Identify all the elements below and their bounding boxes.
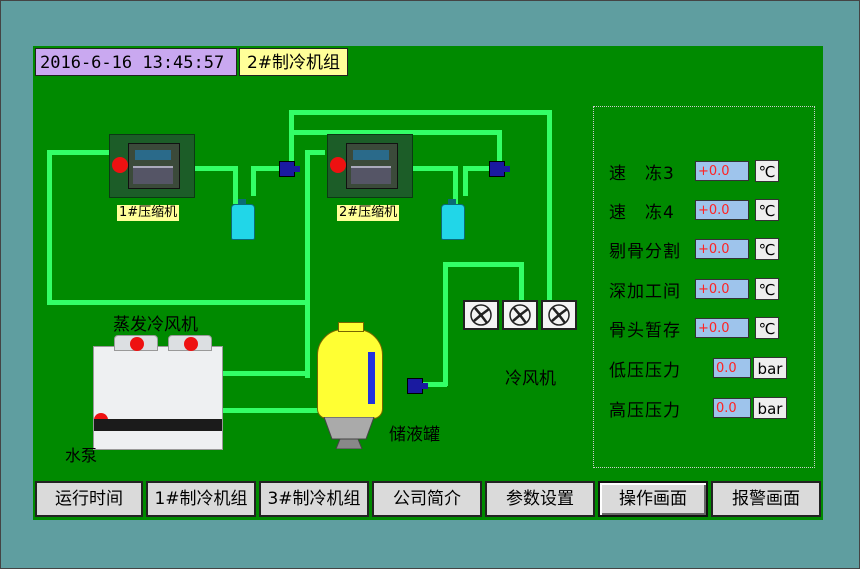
- unit3-button[interactable]: 3#制冷机组: [259, 481, 369, 517]
- pipe: [305, 150, 325, 155]
- reading-unit: ℃: [755, 160, 779, 182]
- reading-unit: ℃: [755, 278, 779, 300]
- reading-value: +0.0: [695, 161, 749, 181]
- pipe: [463, 166, 468, 196]
- reading-name: 骨头暂存: [609, 320, 681, 341]
- reading-name: 剔骨分割: [609, 241, 681, 262]
- compressor-body: [128, 143, 180, 189]
- alarm-indicator: [330, 157, 346, 173]
- compressor-2-label: 2#压缩机: [337, 205, 400, 221]
- company-button[interactable]: 公司简介: [372, 481, 482, 517]
- alarm-indicator: [130, 337, 144, 351]
- pipe: [443, 262, 523, 267]
- reading-unit: bar: [753, 397, 787, 419]
- reading-name: 速 冻3: [609, 163, 675, 184]
- run-time-button[interactable]: 运行时间: [35, 481, 143, 517]
- compressor-1[interactable]: [109, 134, 195, 198]
- receiver-tank[interactable]: [317, 322, 383, 419]
- alarm-button[interactable]: 报警画面: [711, 481, 821, 517]
- pipe: [443, 262, 448, 386]
- reading-name: 低压压力: [609, 360, 681, 381]
- operation-button[interactable]: 操作画面: [598, 481, 708, 517]
- oil-separator-1: [231, 199, 255, 240]
- tank-stand: [323, 417, 375, 449]
- reading-name: 速 冻4: [609, 202, 675, 223]
- datetime-display: 2016-6-16 13:45:57: [35, 48, 237, 76]
- tower-band: [94, 419, 222, 431]
- valve-icon[interactable]: [407, 378, 428, 394]
- pipe: [463, 166, 503, 171]
- reading-row: 剔骨分割 +0.0 ℃: [609, 237, 779, 262]
- fan-icon: [463, 300, 499, 330]
- evaporative-condenser-label: 蒸发冷风机: [113, 315, 198, 335]
- tank-cap: [338, 322, 364, 332]
- pipe: [497, 130, 502, 164]
- reading-row: 深加工间 +0.0 ℃: [609, 277, 779, 302]
- reading-unit: bar: [753, 357, 787, 379]
- readings-panel: [593, 106, 815, 468]
- reading-value: +0.0: [695, 239, 749, 259]
- valve-icon[interactable]: [489, 161, 510, 177]
- oil-separator-2: [441, 199, 465, 240]
- pipe: [519, 262, 524, 302]
- compressor-2[interactable]: [327, 134, 413, 198]
- pipe: [305, 150, 310, 378]
- unit1-button[interactable]: 1#制冷机组: [146, 481, 256, 517]
- params-button[interactable]: 参数设置: [485, 481, 595, 517]
- pipe: [419, 382, 447, 387]
- pipe: [289, 110, 551, 115]
- pipe: [233, 166, 238, 204]
- unit-title: 2#制冷机组: [239, 48, 348, 76]
- reading-row: 低压压力 0.0 bar: [609, 356, 787, 381]
- pipe: [223, 371, 309, 376]
- reading-value: +0.0: [695, 318, 749, 338]
- pipe: [289, 130, 501, 135]
- pipe: [413, 166, 457, 171]
- reading-unit: ℃: [755, 317, 779, 339]
- compressor-1-label: 1#压缩机: [117, 205, 180, 221]
- pipe: [223, 408, 319, 413]
- level-window: [368, 352, 375, 404]
- pipe: [195, 166, 235, 171]
- pipe: [289, 110, 294, 166]
- pipe: [453, 166, 458, 204]
- reading-row: 高压压力 0.0 bar: [609, 396, 787, 421]
- reading-value: +0.0: [695, 200, 749, 220]
- water-pump-label: 水泵: [65, 446, 98, 465]
- pipe: [547, 110, 552, 300]
- reading-name: 高压压力: [609, 400, 681, 421]
- reading-value: 0.0: [713, 358, 751, 378]
- evaporative-condenser[interactable]: [93, 335, 223, 450]
- main-panel: 2016-6-16 13:45:57 2#制冷机组 1#压缩机 2#压缩机: [33, 46, 823, 520]
- pipe: [251, 166, 291, 171]
- reading-value: +0.0: [695, 279, 749, 299]
- air-cooler-label: 冷风机: [505, 369, 556, 389]
- pipe: [251, 166, 256, 196]
- reading-row: 速 冻4 +0.0 ℃: [609, 198, 779, 223]
- reading-value: 0.0: [713, 398, 751, 418]
- reading-unit: ℃: [755, 238, 779, 260]
- pipe: [47, 300, 309, 305]
- compressor-body: [346, 143, 398, 189]
- reading-unit: ℃: [755, 199, 779, 221]
- valve-icon[interactable]: [279, 161, 300, 177]
- fan-icon: [541, 300, 577, 330]
- pipe: [47, 150, 52, 304]
- alarm-indicator: [112, 157, 128, 173]
- reading-row: 骨头暂存 +0.0 ℃: [609, 316, 779, 341]
- alarm-indicator: [184, 337, 198, 351]
- pipe: [47, 150, 111, 155]
- receiver-label: 储液罐: [389, 425, 440, 445]
- reading-name: 深加工间: [609, 281, 681, 302]
- reading-row: 速 冻3 +0.0 ℃: [609, 159, 779, 184]
- fan-icon: [502, 300, 538, 330]
